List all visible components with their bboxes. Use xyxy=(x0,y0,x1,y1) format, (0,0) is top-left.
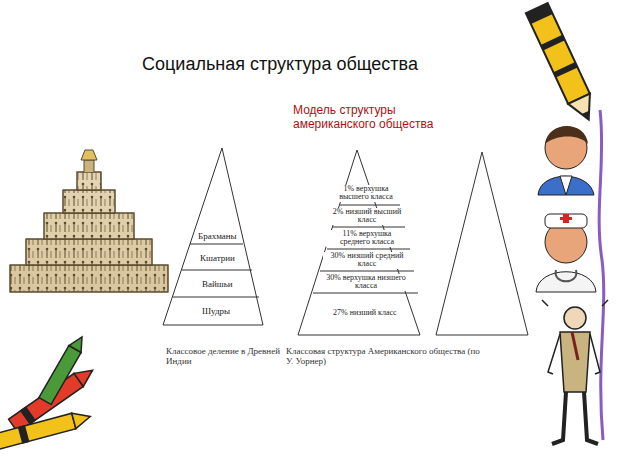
stratum-label: Кшатрии xyxy=(200,254,235,263)
caste-pyramid xyxy=(163,148,263,325)
stratum-band: 1% верхушка высшего класса xyxy=(330,185,402,202)
empty-pyramid xyxy=(436,152,528,335)
decor-line xyxy=(599,110,604,440)
stratum-label: 27% низший класс xyxy=(333,309,397,317)
man-clipart xyxy=(542,300,608,444)
class-pyramid xyxy=(298,150,420,335)
stratum-label: 30% верхушка низшего класса xyxy=(320,274,412,291)
stratum-label: Брахманы xyxy=(198,232,237,241)
stratum-label: Шудры xyxy=(202,307,230,316)
stratum-label: 30% низший средний класс xyxy=(325,252,409,269)
stratum-label: Вайшьи xyxy=(202,280,233,289)
stratum-band: Шудры xyxy=(200,307,232,316)
stratum-band: 27% низший класс xyxy=(331,309,399,317)
businessman-clipart xyxy=(538,126,594,195)
stratum-band: Вайшьи xyxy=(200,280,235,289)
doctor-clipart xyxy=(536,214,596,292)
stratum-band: 2% низший высший класс xyxy=(329,208,405,225)
stratum-band: 30% верхушка низшего класса xyxy=(318,274,414,291)
stratum-band: Брахманы xyxy=(196,232,239,241)
pen-clipart xyxy=(526,3,600,125)
stratum-label: 11% верхушка среднего класса xyxy=(328,230,406,247)
caption-text: Классовое деление в Древней Индии xyxy=(166,346,284,367)
egyptian-pyramid xyxy=(10,150,168,292)
stratum-band: 30% низший средний класс xyxy=(323,252,411,269)
caption-text: Классовая структура Американского общест… xyxy=(286,346,486,367)
stratum-band: 11% верхушка среднего класса xyxy=(326,230,408,247)
crayons-clipart xyxy=(0,333,97,450)
model-heading: Модель структуры американского общества xyxy=(293,104,478,132)
stratum-label: 1% верхушка высшего класса xyxy=(332,185,400,202)
stratum-label: 2% низший высший класс xyxy=(331,208,403,225)
slide-title: Социальная структура общества xyxy=(0,54,560,75)
stratum-band: Кшатрии xyxy=(198,254,237,263)
